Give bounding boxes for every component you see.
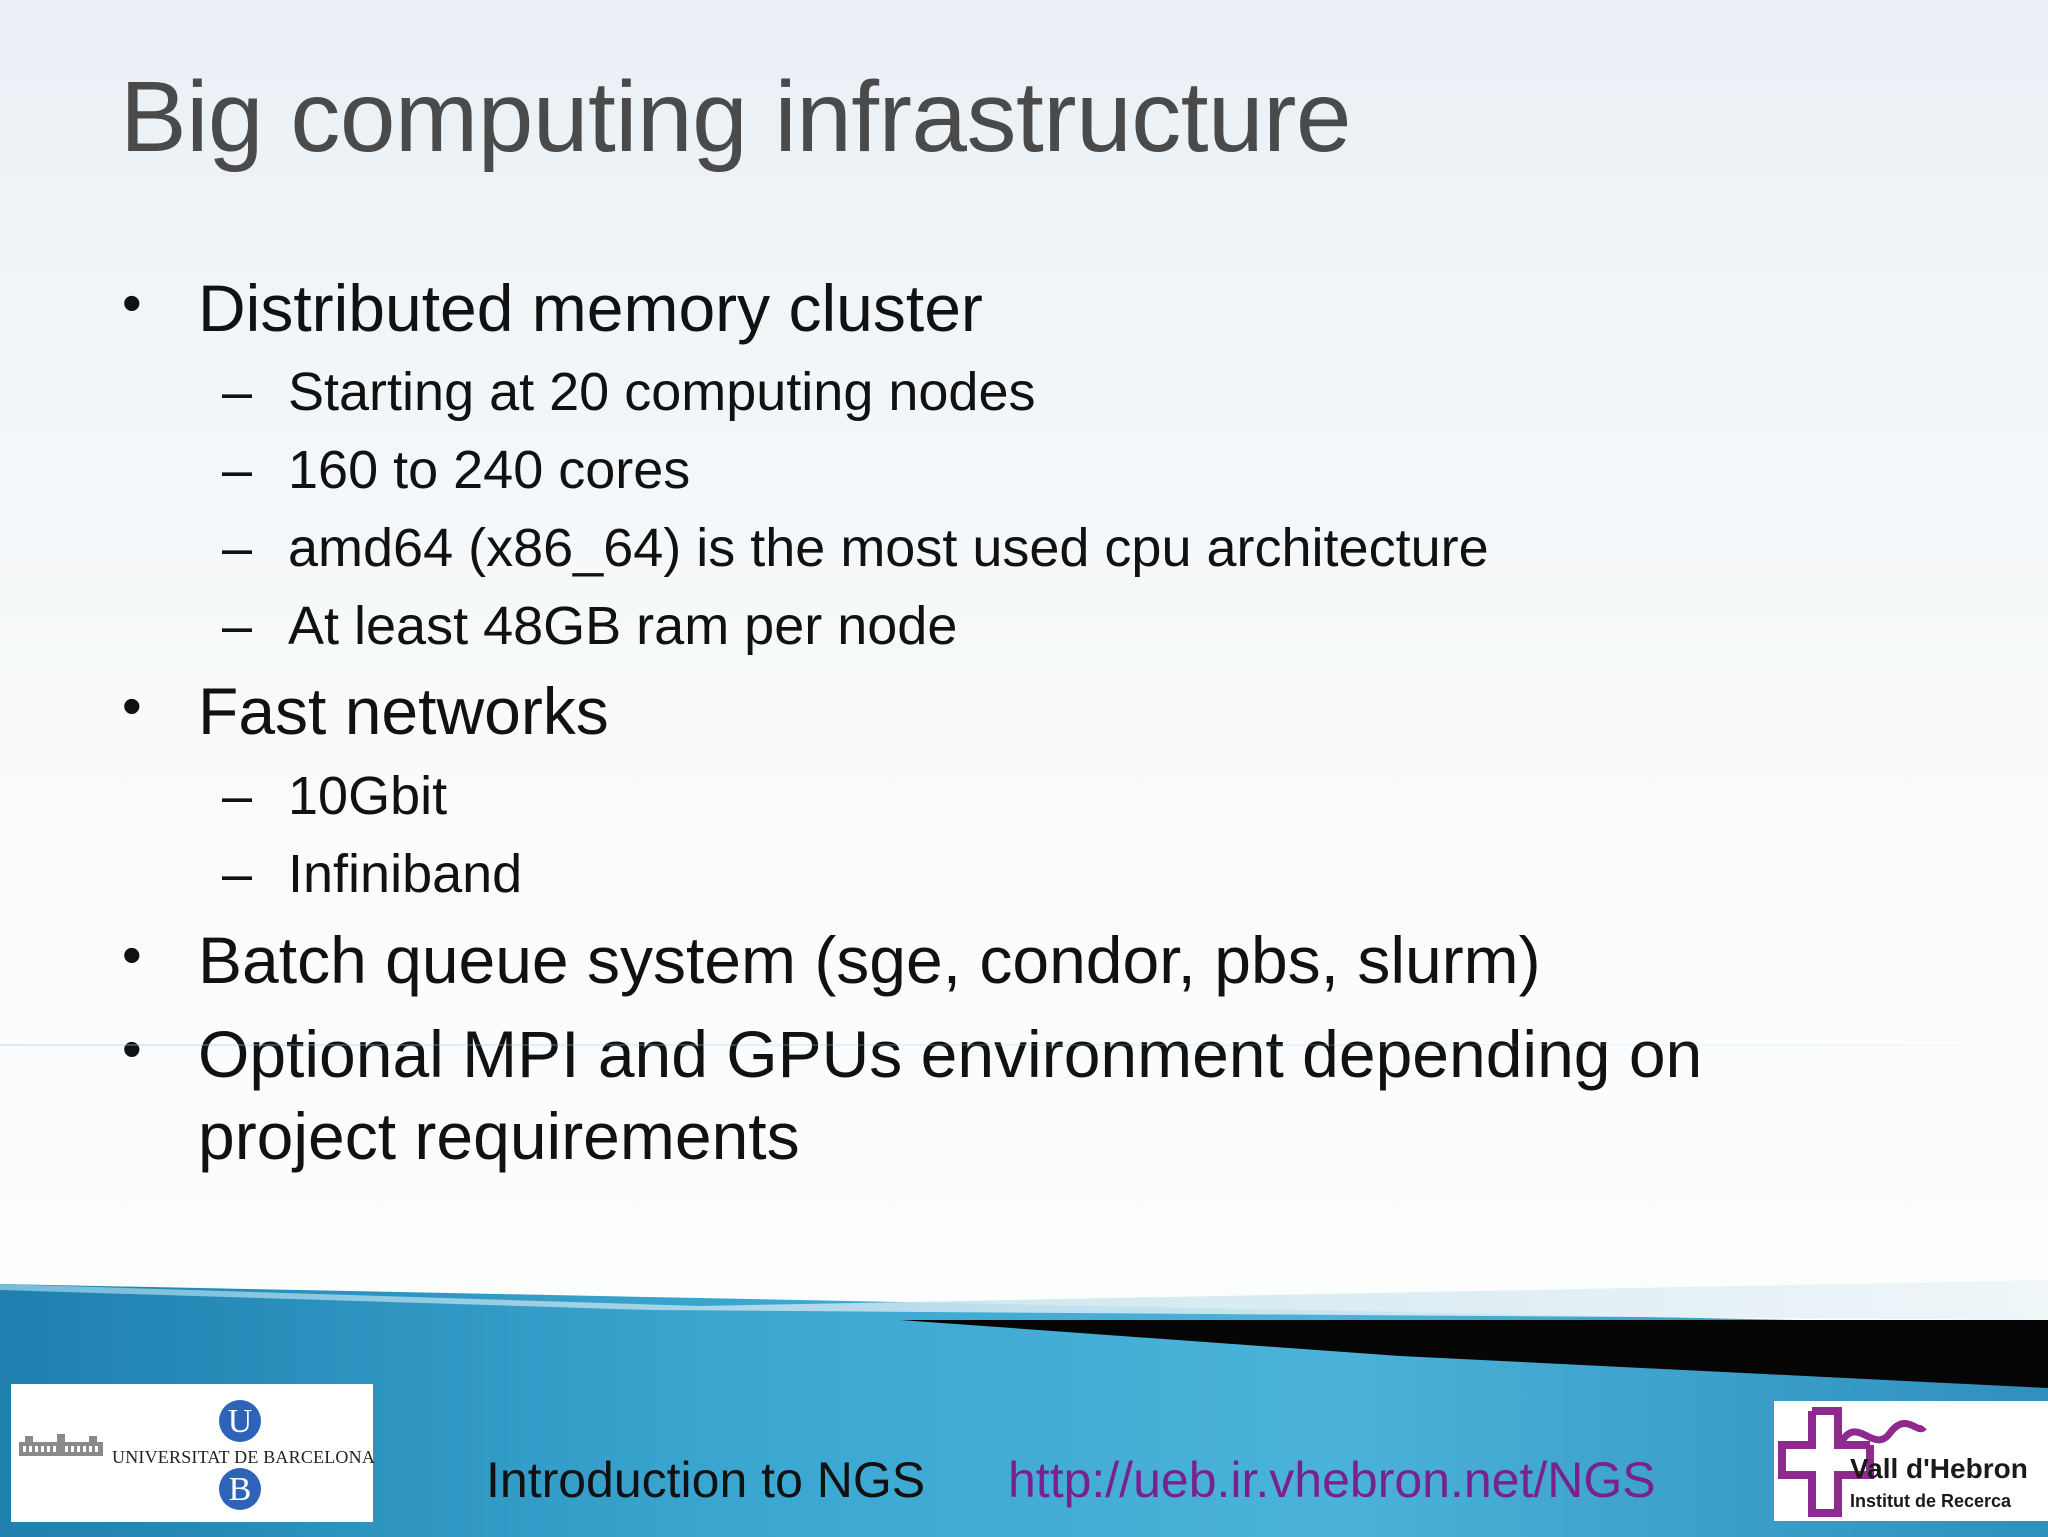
bullet-item: • Distributed memory cluster	[122, 269, 983, 348]
sub-item: – Starting at 20 computing nodes	[222, 360, 1036, 425]
footer-url-link[interactable]: http://ueb.ir.vhebron.net/NGS	[1008, 1452, 1656, 1508]
bullet-text: Optional MPI and GPUs environment depend…	[198, 1017, 1703, 1091]
bullet-item: • Fast networks	[122, 672, 609, 751]
sub-dash: –	[222, 440, 253, 500]
vh-logo: Vall d'Hebron Institut de Recerca	[1774, 1401, 2048, 1521]
bullet-text: Distributed memory cluster	[198, 271, 983, 345]
bullet-dot: •	[122, 923, 142, 986]
footer-band	[0, 1270, 2048, 1537]
sub-dash: –	[222, 844, 253, 904]
bullet-text: Fast networks	[198, 674, 609, 748]
sub-dash: –	[222, 362, 253, 422]
bullet-text: Batch queue system (sge, condor, pbs, sl…	[198, 923, 1541, 997]
sub-dash: –	[222, 766, 253, 826]
sub-text: At least 48GB ram per node	[288, 596, 958, 656]
sub-item: – 160 to 240 cores	[222, 438, 691, 503]
sub-dash: –	[222, 596, 253, 656]
bullet-item: • Optional MPI and GPUs environment depe…	[122, 1015, 1703, 1094]
sub-text: amd64 (x86_64) is the most used cpu arch…	[288, 518, 1489, 578]
sub-text: Starting at 20 computing nodes	[288, 362, 1036, 422]
sub-item: – amd64 (x86_64) is the most used cpu ar…	[222, 516, 1489, 581]
ub-logo: U UNIVERSITAT DE BARCELONA B	[11, 1384, 376, 1522]
footer-wave	[0, 1280, 2048, 1537]
building-icon	[19, 1434, 103, 1456]
bullet-text: project requirements	[198, 1099, 800, 1173]
vh-name: Vall d'Hebron	[1850, 1453, 2028, 1484]
bullet-continuation: project requirements	[198, 1097, 800, 1176]
bullet-dot: •	[122, 1017, 142, 1080]
vh-subtitle: Institut de Recerca	[1850, 1491, 2012, 1511]
sub-item: – 10Gbit	[222, 764, 448, 829]
divider-line	[0, 1044, 2048, 1046]
sub-text: 10Gbit	[288, 766, 448, 826]
vh-cross-icon	[1778, 1407, 1927, 1517]
sub-text: Infiniband	[288, 844, 523, 904]
sub-text: 160 to 240 cores	[288, 440, 691, 500]
ub-letter-b: B	[219, 1468, 261, 1510]
bullet-dot: •	[122, 674, 142, 737]
sub-item: – At least 48GB ram per node	[222, 594, 958, 659]
bullet-item: • Batch queue system (sge, condor, pbs, …	[122, 921, 1541, 1000]
ub-name: UNIVERSITAT DE BARCELONA	[112, 1447, 376, 1467]
ub-letter-u: U	[219, 1400, 261, 1442]
bullet-dot: •	[122, 271, 142, 334]
footer-course-title: Introduction to NGS	[486, 1452, 926, 1508]
slide-title: Big computing infrastructure	[120, 61, 1352, 173]
sub-dash: –	[222, 518, 253, 578]
sub-item: – Infiniband	[222, 842, 523, 907]
